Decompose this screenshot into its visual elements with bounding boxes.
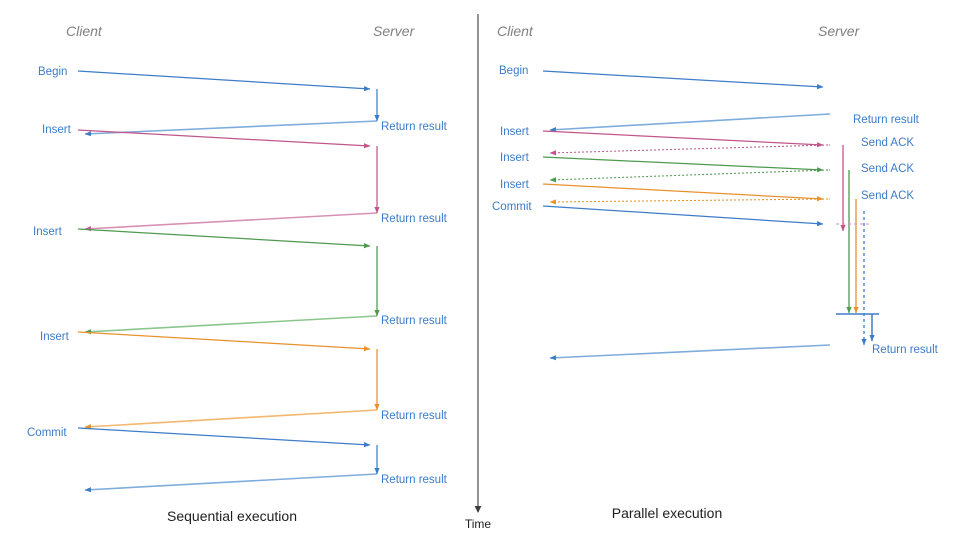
message-label-send-ack: Send ACK <box>861 190 914 202</box>
actor-label-client-sequential: Client <box>66 23 103 39</box>
message-arrow-request <box>77 228 371 249</box>
message-arrow-request <box>542 183 824 202</box>
message-arrow-response <box>84 212 378 232</box>
message-label-return-result: Return result <box>872 344 939 356</box>
message-label-commit: Commit <box>27 427 67 439</box>
message-arrow-response <box>549 113 831 133</box>
message-arrow-request <box>77 70 371 92</box>
message-sequential-6: Insert <box>40 331 371 352</box>
message-sequential-3: Return result <box>84 212 448 232</box>
message-parallel-3: Send ACK <box>829 137 914 149</box>
message-parallel-9: Return result <box>549 344 939 361</box>
message-label-return-result: Return result <box>381 410 448 422</box>
message-parallel-0: Begin <box>499 65 824 90</box>
time-axis-arrowhead <box>474 506 482 513</box>
message-label-return-result: Return result <box>853 114 920 126</box>
message-label-insert: Insert <box>42 124 72 136</box>
message-sequential-9: Return result <box>84 473 448 493</box>
message-parallel-8: Commit <box>492 201 824 227</box>
message-arrow-response <box>549 344 831 361</box>
message-arrow-request <box>542 130 824 148</box>
message-label-return-result: Return result <box>381 121 448 133</box>
message-parallel-7: Send ACK <box>829 190 914 202</box>
message-label-send-ack: Send ACK <box>861 163 914 175</box>
message-arrow-response <box>84 120 378 137</box>
message-sequential-0: Begin <box>38 66 371 92</box>
message-arrow-response <box>84 409 378 430</box>
message-arrow-request <box>77 427 371 448</box>
message-arrow-response <box>84 315 378 335</box>
ack-return-arrow-0 <box>549 144 829 156</box>
message-arrow-request <box>542 205 824 227</box>
message-label-insert: Insert <box>500 126 530 138</box>
message-parallel-2: Insert <box>500 126 824 148</box>
ack-return-arrow-2 <box>549 198 829 205</box>
message-label-insert: Insert <box>500 179 530 191</box>
actor-label-client-parallel: Client <box>497 23 534 39</box>
message-label-commit: Commit <box>492 201 532 213</box>
message-parallel-5: Send ACK <box>829 163 914 175</box>
message-label-begin: Begin <box>499 65 528 77</box>
panel-caption-parallel: Parallel execution <box>612 505 723 521</box>
message-label-return-result: Return result <box>381 474 448 486</box>
message-label-insert: Insert <box>40 331 70 343</box>
actor-label-server-parallel: Server <box>818 23 861 39</box>
message-label-begin: Begin <box>38 66 67 78</box>
message-arrow-request <box>77 331 371 352</box>
message-sequential-1: Return result <box>84 120 448 137</box>
message-sequential-5: Return result <box>84 315 448 335</box>
message-arrow-request <box>77 129 371 149</box>
panel-caption-sequential: Sequential execution <box>167 508 297 524</box>
time-axis-label: Time <box>465 517 492 531</box>
message-sequential-4: Insert <box>33 226 371 249</box>
message-sequential-2: Insert <box>42 124 371 149</box>
message-parallel-4: Insert <box>500 152 824 173</box>
message-label-return-result: Return result <box>381 213 448 225</box>
message-label-send-ack: Send ACK <box>861 137 914 149</box>
message-arrow-response <box>84 473 378 493</box>
message-label-insert: Insert <box>500 152 530 164</box>
time-axis: Time <box>465 14 492 531</box>
message-sequential-8: Commit <box>27 427 371 448</box>
message-arrow-request <box>542 70 824 90</box>
message-parallel-1: Return result <box>549 113 920 133</box>
message-label-insert: Insert <box>33 226 63 238</box>
message-arrow-request <box>542 156 824 173</box>
ack-return-arrow-1 <box>549 169 829 183</box>
actor-label-server-sequential: Server <box>373 23 416 39</box>
message-label-return-result: Return result <box>381 315 448 327</box>
message-sequential-7: Return result <box>84 409 448 430</box>
message-parallel-6: Insert <box>500 179 824 202</box>
